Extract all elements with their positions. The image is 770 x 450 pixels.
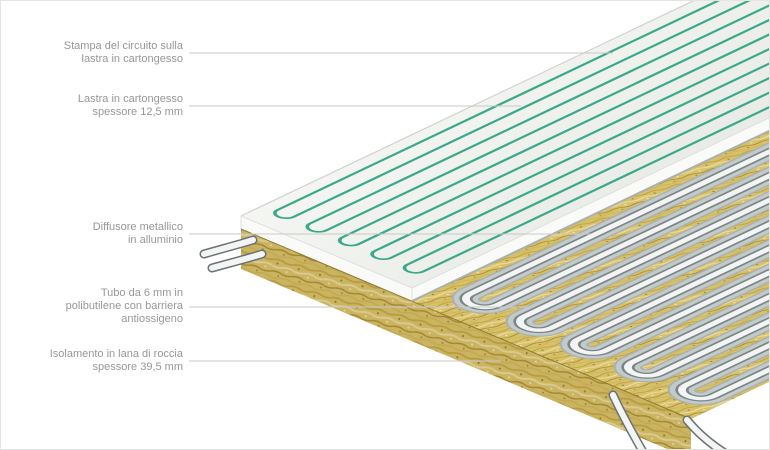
label-insulation: Isolamento in lana di roccia spessore 39… [49, 348, 183, 373]
panel-left-edge-line [240, 1, 695, 217]
tube [209, 251, 265, 271]
insulation-top-edge-line [240, 228, 692, 420]
label-circuit-print: Stampa del circuito sulla lastra in cart… [63, 40, 183, 65]
tube [610, 392, 645, 449]
supply-tubes-left [199, 235, 267, 273]
tube-serpentine [462, 1, 769, 401]
supply-tubes-right [608, 390, 728, 449]
circuit-print-path [273, 1, 769, 274]
insulation-front-face [241, 229, 691, 449]
plasterboard-layer [241, 1, 769, 289]
label-plasterboard: Lastra in cartongesso spessore 12,5 mm [77, 93, 183, 118]
exposed-layers [412, 1, 769, 420]
label-tube: Tubo da 6 mm in polibutilene con barrier… [65, 287, 183, 325]
leader-lines [189, 52, 613, 362]
tube [201, 237, 256, 257]
insulation-front-face-shade [241, 229, 691, 449]
plasterboard-top-surface [241, 1, 769, 289]
diffuser-sheet-edge [411, 129, 769, 302]
tube [684, 417, 725, 449]
label-diffuser: Diffusore metallico in alluminio [92, 221, 183, 246]
